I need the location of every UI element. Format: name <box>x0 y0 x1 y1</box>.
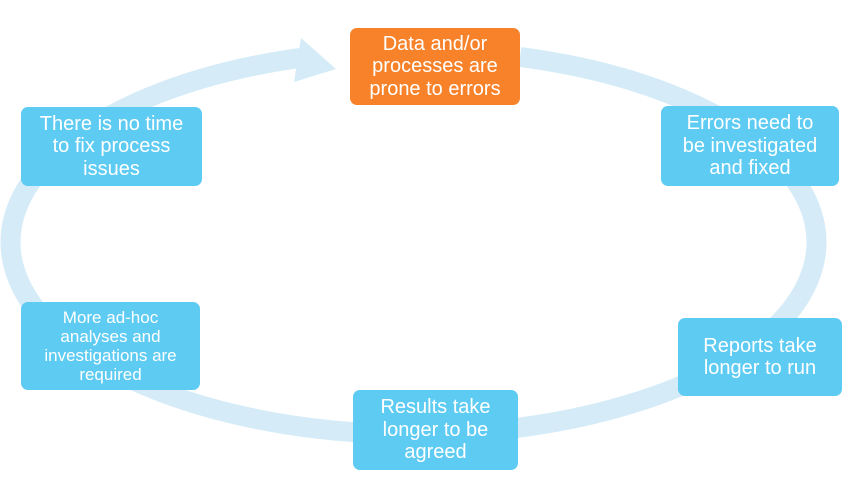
node-adhoc-analyses: More ad-hoc analyses and investigations … <box>21 302 200 390</box>
node-label: There is no time to fix process issues <box>39 112 184 180</box>
node-label: Results take longer to be agreed <box>380 396 491 464</box>
node-results-agreed: Results take longer to be agreed <box>353 390 518 470</box>
node-no-time: There is no time to fix process issues <box>21 107 202 186</box>
node-label: Errors need to be investigated and fixed <box>682 112 818 180</box>
node-label: Reports take longer to run <box>703 334 817 379</box>
node-reports-longer: Reports take longer to run <box>678 318 842 396</box>
node-label: Data and/or processes are prone to error… <box>369 32 501 100</box>
node-errors-investigated: Errors need to be investigated and fixed <box>661 106 839 186</box>
node-label: More ad-hoc analyses and investigations … <box>44 307 177 385</box>
cycle-arrowhead <box>294 38 336 82</box>
node-data-prone-to-errors: Data and/or processes are prone to error… <box>350 28 520 105</box>
